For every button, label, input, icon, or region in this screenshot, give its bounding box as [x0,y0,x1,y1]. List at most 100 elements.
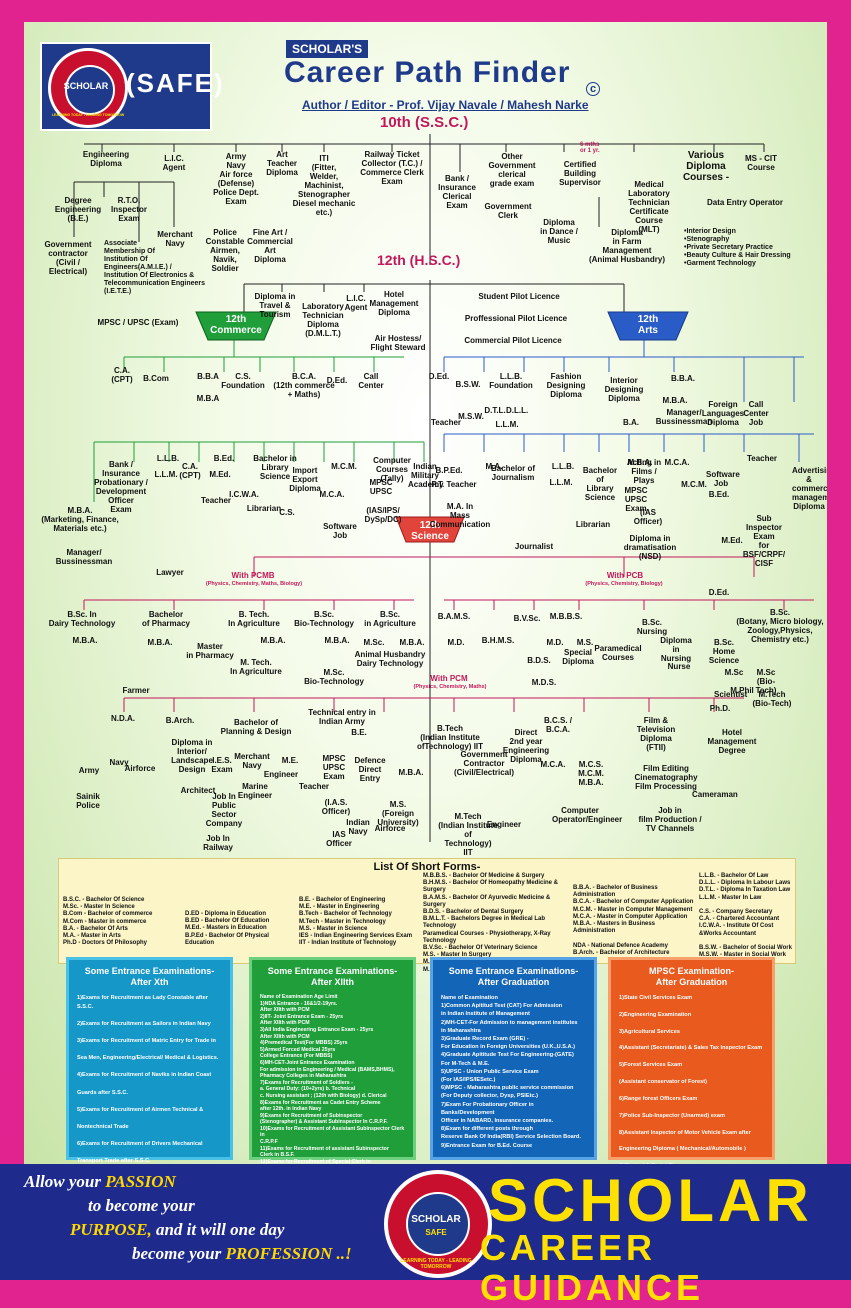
arts-branch-item: Diploma in dramatisation (NSD) [623,534,677,561]
pcm-branch-item: MPSC UPSC Exam [322,754,346,781]
slogan-text: Allow your [24,1172,106,1191]
commerce-branch-item: (IAS/IPS/ DySp/DC) [364,506,402,524]
arts-branch-item: L.L.B. [551,462,575,471]
pcb-branch-item: M.Sc (Bio-Tech) [755,668,777,695]
arts-branch-item: Acting in Films / Plays [626,458,662,485]
arts-branch-item: B.Ed. [708,490,730,499]
commerce-branch-item: C.S. [279,508,295,517]
exam-panel-after-graduation: Some Entrance Examinations- After Gradua… [430,957,597,1160]
pcm-branch-item: M.E. [281,756,299,765]
commerce-branch-item: B.Ed. [213,454,235,463]
commerce-branch-item: Teacher [200,496,232,505]
pcb-branch-item: Paramedical Courses [594,644,642,662]
pcb-branch-item: B.Sc. Nursing [636,618,668,636]
arts-branch-item: MPSC UPSC Exam [624,486,648,513]
ssc-sub: Diploma in Farm Management (Animal Husba… [588,228,665,264]
commerce-branch-item: Bachelor in Library Science [253,454,297,481]
commerce-hub: 12th Commerce [210,314,262,336]
arts-branch-item: Interior Designing Diploma [604,376,644,403]
pcmb-branch-item: M.B.A. [147,638,173,647]
pcb-branch-item: M.Tech (Bio-Tech) [752,690,792,708]
pcb-branch-item: M.D. [447,638,465,647]
commerce-branch-item: Lawyer [156,568,184,577]
slogan-line-1: Allow your PASSION [24,1172,176,1192]
slogan-highlight: PASSION [105,1172,176,1191]
commerce-branch-item: C.A. (CPT) [111,366,133,384]
pcb-branch-item: M.S. [576,638,594,647]
arts-branch-item: M.A. In Mass Communication [429,502,491,529]
pcb-branch-item: Ph.D. [709,704,731,713]
commerce-branch-item: C.S. Foundation [221,372,265,390]
pcb-heading: With PCB [606,571,644,580]
pcm-branch-item: Engineer [486,820,522,829]
pcb-branch-item: M.D. [546,638,564,647]
commerce-branch-item: B.C.A. (12th commerce + Maths) [273,372,335,399]
pcmb-branch-item: M.Sc. Bio-Technology [304,668,364,686]
ssc-branch: Medical Laboratory Technician Certificat… [628,180,670,234]
ssc-sub: Diploma in Dance / Music [540,218,578,245]
ssc-sub: Degree Engineering (B.E.) [54,196,102,223]
pcm-branch-item: M.C.A. [540,760,566,769]
pcb-branch-item: B.H.M.S. [481,636,515,645]
short-forms-panel: List Of Short Forms- B.S.C. - Bachelor O… [58,858,796,973]
pcmb-heading: With PCMB [231,571,275,580]
emblem-motto: LEARNING TODAY - LEADING TOMORROW [51,113,125,117]
pcb-branch-item: B.A.M.S. [437,612,471,621]
short-forms-col: L.L.B. - Bachelor Of Law D.L.L. - Diplom… [699,873,792,959]
ssc-sub: Government contractor (Civil / Electrica… [44,240,92,276]
pcm-branch-item: Airforce [374,824,406,833]
commerce-branch-item: Manager/ Bussinessman [55,548,113,566]
brand-small: SCHOLAR'S [286,40,369,58]
hsc-branch: Laboratory Technician Diploma (D.M.L.T.) [302,302,344,338]
pcm-branch-item: Cameraman [692,790,738,799]
ssc-sub: R.T.O. Inspector Exam [110,196,147,223]
short-forms-col: B.S.C. - Bachelor Of Science M.Sc. - Mas… [63,897,153,947]
commerce-branch-item: D.Ed. [326,376,348,385]
pcm-branch-item: Sainik Police [76,792,100,810]
pcm-branch-item: Job In Railway [203,834,233,852]
commerce-branch-item: B.Com [143,374,169,383]
pcm-branch-item: Architect [180,786,216,795]
hsc-branch: Hotel Management Diploma [369,290,419,317]
exam-panel-list: Name of Examination 1)Common Apititud Te… [441,995,581,1149]
arts-branch-item: D.T.L. [484,406,506,415]
exam-panel-after-12th: Some Entrance Examinations- After XIIth … [249,957,416,1171]
slogan-text: and it will one day [151,1220,285,1239]
safe-logo: SCHOLAR LEARNING TODAY - LEADING TOMORRO… [40,42,223,131]
arts-branch-item: M.A. [485,462,503,471]
pcmb-subheading: (Physics, Chemistry, Maths, Biology) [205,581,303,587]
ssc-sub: Data Entry Operator [706,198,784,207]
hsc-heading: 12th (H.S.C.) [377,252,461,268]
page-title: Career Path Finder [284,56,571,89]
pcb-branch-item: M.Phil [730,686,754,695]
pcm-branch-item: Engineer [263,770,299,779]
pcm-branch-item: M.C.S. M.C.M. M.B.A. [578,760,604,787]
pcmb-branch-item: M.B.A. [72,636,98,645]
arts-branch-item: L.L.B. Foundation [489,372,533,390]
commerce-branch-item: Indian Military Academy [408,462,444,489]
ssc-sub: Fine Art / Commercial Art Diploma [247,228,293,264]
exam-panel-title: Some Entrance Examinations- After Xth [84,966,215,987]
arts-branch-item: D.L.L. [506,406,529,415]
slogan-line-4: become your PROFESSION ..! [132,1244,352,1264]
pcm-subheading: (Physics, Chemistry, Maths) [413,684,487,690]
hsc-branch: Commercial Pilot Licence [464,336,562,345]
ssc-sub: Merchant Navy [157,230,193,248]
slogan-highlight: PURPOSE, [70,1220,152,1239]
slogan-text: become your [132,1244,226,1263]
pcm-branch-item: Film & Television Diploma (FTII) [636,716,676,752]
ssc-sub: MPSC / UPSC (Exam) [97,318,179,327]
slogan-line-3: PURPOSE, and it will one day [70,1220,284,1240]
commerce-branch-item: Computer Courses (Tally) [373,456,411,483]
pcmb-branch-item: M. Tech. In Agriculture [230,658,282,676]
ssc-sub: Associate Membership Of Institution Of E… [104,240,206,295]
pcm-branch-item: (I.A.S. Officer) [321,798,351,816]
pcm-branch-item: B.E. [351,728,367,737]
arts-branch-item: M.B.A. [627,458,653,467]
hsc-branch: Air Hostess/ Flight Steward [370,334,426,352]
slogan-line-2: to become your [88,1196,195,1215]
arts-branch-item: Manager/ Bussinessman [655,408,713,426]
pcm-branch-item: Technical entry in Indian Army [308,708,376,726]
pcm-branch-item: Indian Navy [346,818,370,836]
pcb-branch-item: Scientist [714,690,748,699]
